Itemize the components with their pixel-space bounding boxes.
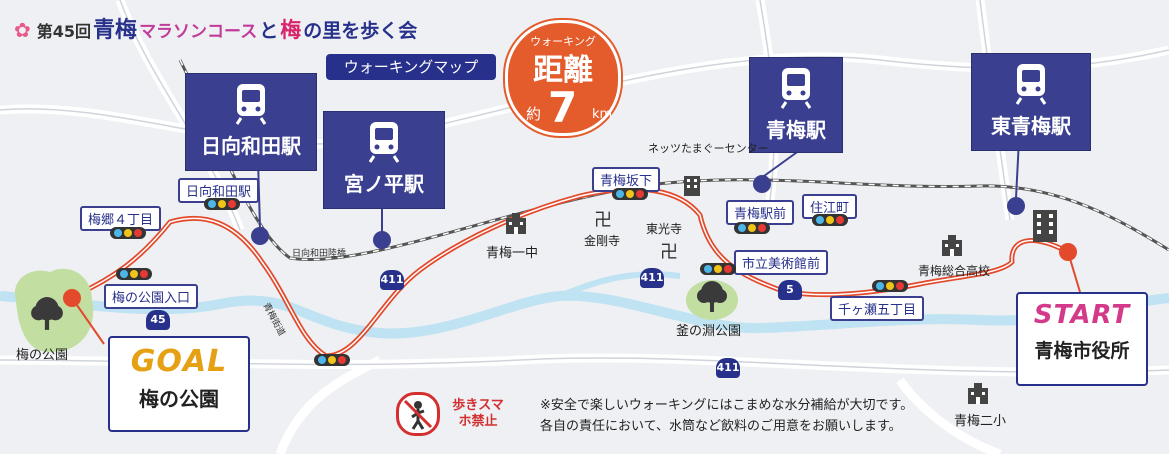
- traffic-light-icon: [204, 198, 240, 210]
- subtitle: ウォーキングマップ: [326, 54, 496, 80]
- place-konpukuji: 金剛寺: [584, 234, 621, 248]
- stop-senju5: 千ヶ瀬五丁目: [830, 296, 925, 321]
- no-smartphone-warning: 歩きスマホ禁止: [396, 392, 510, 436]
- station-miyanohira: 宮ノ平駅: [324, 112, 444, 208]
- goal-logo: GOAL: [130, 344, 228, 379]
- station-higashiome: 東青梅駅: [972, 54, 1090, 150]
- route-5-badge: 5: [778, 280, 802, 300]
- traffic-light-icon: [734, 222, 770, 234]
- no-smartphone-icon: [396, 392, 440, 436]
- train-icon: [368, 122, 400, 163]
- route-45-badge: 45: [146, 310, 170, 330]
- temple-icon: 卍: [660, 242, 678, 263]
- stop-umepark-entrance: 梅の公園入口: [104, 284, 199, 309]
- traffic-light-icon: [872, 280, 908, 292]
- route-411-badge: 411: [716, 358, 740, 378]
- place-umepark: 梅の公園: [16, 348, 69, 363]
- road-label-hinatawada-rikkyo: 日向和田陸橋: [292, 249, 347, 259]
- traffic-light-icon: [612, 188, 648, 200]
- traffic-light-icon: [314, 354, 350, 366]
- building-icon: [506, 213, 526, 234]
- building-icon: [1033, 210, 1057, 242]
- station-dot-miyanohira: [373, 231, 391, 249]
- place-ome2sho: 青梅二小: [954, 414, 1007, 429]
- tree-icon: [697, 281, 727, 312]
- place-kamafuchi: 釜の淵公園: [676, 324, 742, 339]
- route-411-badge: 411: [640, 268, 664, 288]
- place-nettsu: ネッツたまぐーセンター: [648, 142, 769, 155]
- train-icon: [1015, 64, 1047, 105]
- flower-icon: ✿: [14, 18, 31, 42]
- train-icon: [780, 68, 812, 109]
- traffic-light-icon: [812, 214, 848, 226]
- train-icon: [235, 84, 267, 125]
- station-dot-higashiome: [1007, 197, 1025, 215]
- stop-sumie: 住江町: [802, 194, 858, 219]
- station-hinatawada: 日向和田駅: [186, 74, 316, 170]
- start-logo: START: [1033, 300, 1131, 330]
- building-icon: [684, 176, 700, 196]
- station-dot-hinatawada: [251, 227, 269, 245]
- place-tokoji: 東光寺: [646, 222, 683, 236]
- building-icon: [968, 383, 988, 404]
- place-ome1chu: 青梅一中: [486, 246, 539, 261]
- goal-point: [63, 289, 81, 307]
- map-title: ✿ 第45回 青梅 マラソンコース と 梅 の里を歩く会: [14, 18, 418, 43]
- station-dot-ome: [753, 175, 771, 193]
- tree-icon: [31, 297, 63, 330]
- traffic-light-icon: [110, 227, 146, 239]
- goal-place: 梅の公園: [139, 387, 219, 411]
- building-icon: [942, 235, 962, 256]
- stop-bijutsukan: 市立美術館前: [734, 250, 829, 275]
- traffic-light-icon: [116, 268, 152, 280]
- goal-box: GOAL 梅の公園: [108, 336, 250, 432]
- traffic-light-icon: [700, 263, 736, 275]
- distance-badge: ウォーキング 距離 約 7 km: [505, 20, 621, 136]
- route-411-badge: 411: [380, 270, 404, 290]
- station-ome: 青梅駅: [750, 58, 842, 152]
- start-box: START 青梅市役所: [1016, 292, 1148, 386]
- start-place: 青梅市役所: [1034, 340, 1130, 362]
- place-ome-sogo: 青梅総合高校: [918, 264, 991, 278]
- notes: ※安全で楽しいウォーキングにはこまめな水分補給が大切です。 各自の責任において、…: [540, 398, 914, 434]
- temple-icon: 卍: [594, 210, 612, 231]
- start-point: [1059, 243, 1077, 261]
- tributary: [558, 271, 681, 299]
